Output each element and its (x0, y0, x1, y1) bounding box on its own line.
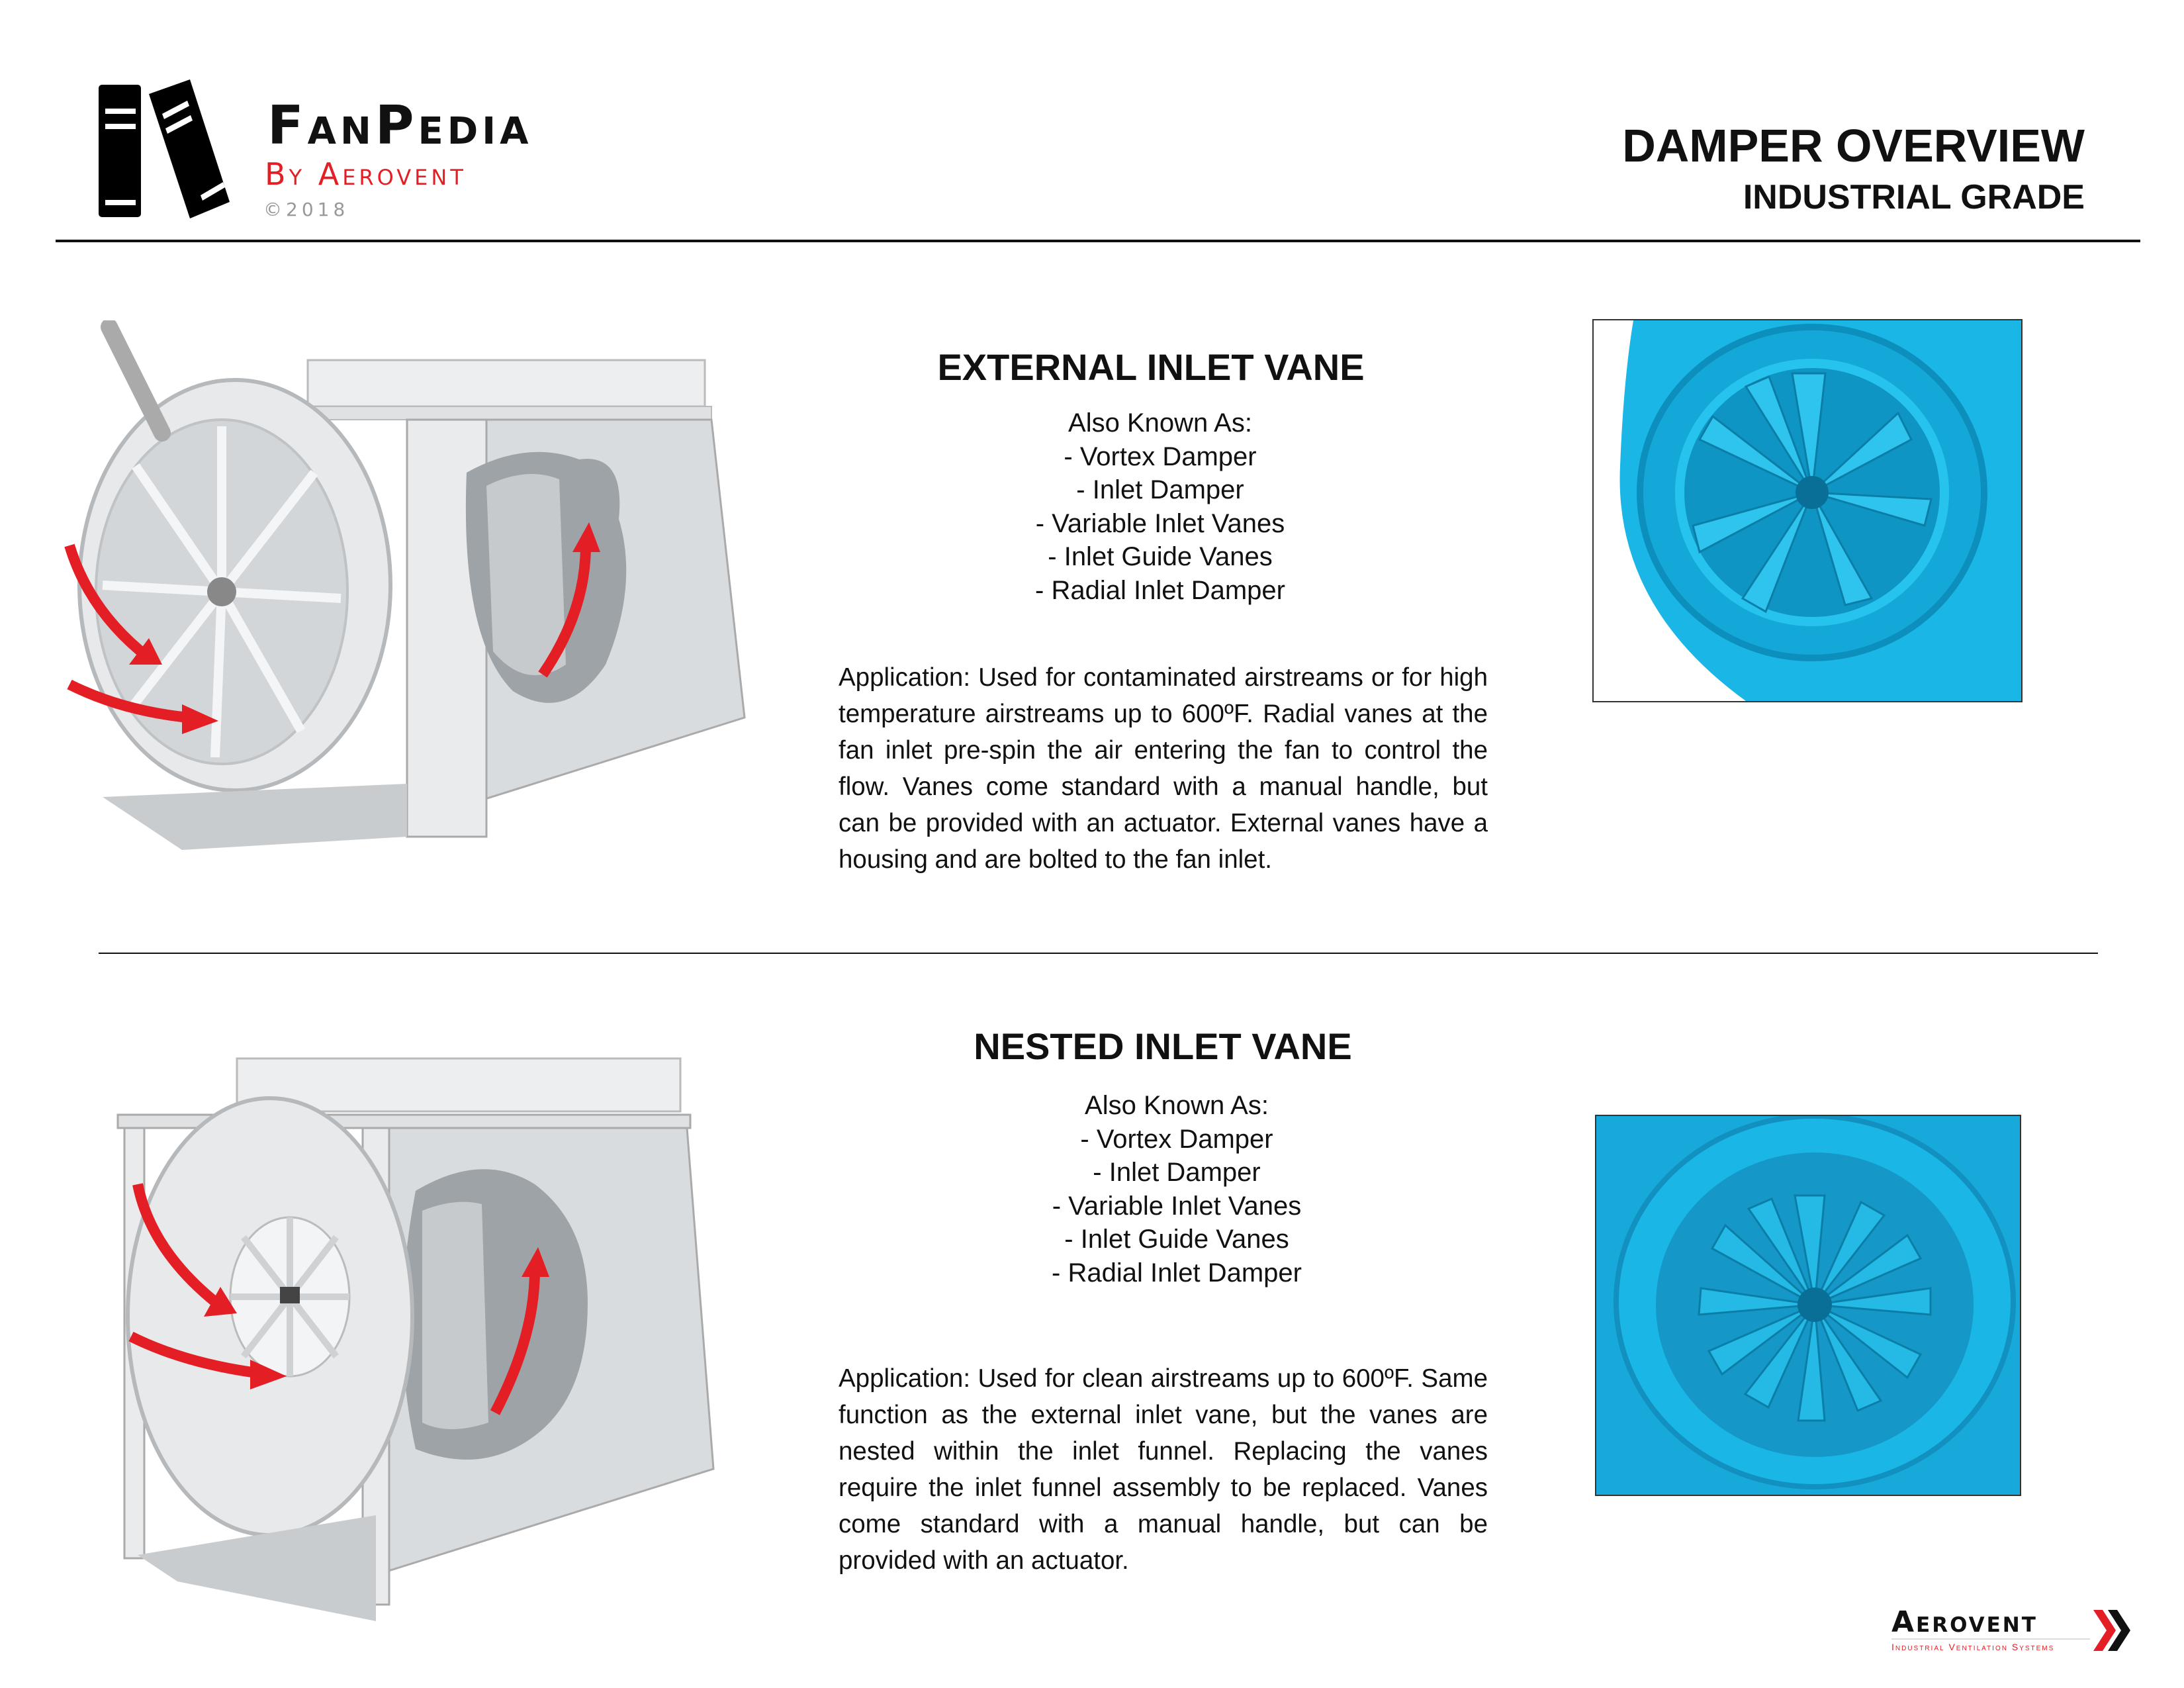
aka-item: - Inlet Damper (1076, 475, 1244, 504)
aka-label: Also Known As: (1085, 1091, 1269, 1120)
nested-inlet-vane-fan-illustration (116, 1057, 715, 1621)
nested-inlet-vane-photo (1595, 1115, 2021, 1496)
header-divider (56, 240, 2140, 242)
aka-item: - Variable Inlet Vanes (1052, 1191, 1302, 1221)
brand-name: FanPedia (267, 95, 533, 156)
brand-sub: By Aerovent (265, 156, 467, 192)
footer-rule (1891, 1638, 2090, 1640)
footer-tagline: Industrial Ventilation Systems (1891, 1642, 2055, 1652)
copyright: ©2018 (263, 199, 349, 220)
application-text: Application: Used for clean airstreams u… (839, 1364, 1488, 1575)
aka-list: Also Known As: - Vortex Damper - Inlet D… (846, 1089, 1508, 1289)
application-text: Application: Used for contaminated airst… (839, 663, 1488, 874)
section-divider (99, 953, 2098, 954)
aka-item: - Inlet Guide Vanes (1048, 542, 1273, 571)
aka-item: - Radial Inlet Damper (1052, 1258, 1302, 1288)
aka-item: - Vortex Damper (1064, 442, 1257, 471)
aka-item: - Radial Inlet Damper (1035, 575, 1285, 605)
footer-brand: Aerovent (1891, 1605, 2038, 1639)
aka-item: - Variable Inlet Vanes (1035, 508, 1285, 538)
section-title: NESTED INLET VANE (974, 1025, 1352, 1067)
double-chevron-icon (2093, 1610, 2130, 1651)
airflow-arrow (64, 543, 152, 663)
aka-item: - Inlet Damper (1093, 1158, 1261, 1187)
doc-title: DAMPER OVERVIEW (1622, 120, 2085, 171)
aka-item: - Inlet Guide Vanes (1064, 1225, 1289, 1254)
section-title: EXTERNAL INLET VANE (937, 346, 1365, 388)
external-inlet-vane-fan-illustration (64, 320, 746, 850)
aka-item: - Vortex Damper (1080, 1124, 1273, 1154)
aka-list: Also Known As: - Vortex Damper - Inlet D… (829, 406, 1491, 607)
doc-subtitle: INDUSTRIAL GRADE (1743, 178, 2085, 216)
aka-label: Also Known As: (1068, 408, 1252, 438)
external-inlet-vane-photo (1592, 319, 2023, 702)
books-icon (99, 79, 230, 218)
